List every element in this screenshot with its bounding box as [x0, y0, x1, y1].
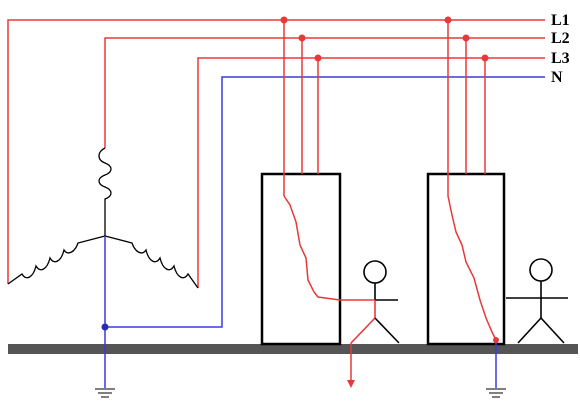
device-1-tap-l2: [298, 34, 306, 42]
device-1-feeds: [283, 20, 319, 196]
label-l1: L1: [551, 12, 570, 29]
line-l3-wire: [197, 57, 545, 288]
neutral-junction-dot: [101, 323, 109, 331]
person-1-head: [363, 260, 387, 284]
line-l2-wire: [104, 37, 545, 148]
coil-right: [104, 235, 199, 289]
device-1-tap-l3: [314, 54, 322, 62]
person-2-figure: [506, 258, 568, 344]
earth-symbol-device-2: [486, 388, 506, 398]
device-2-feeds: [447, 20, 486, 196]
coil-top: [98, 147, 112, 236]
body-current-arrow: [347, 380, 355, 388]
person-1-figure: [340, 260, 400, 344]
ground-floor-bar: [8, 344, 578, 354]
device-1-tap-l1: [280, 16, 288, 24]
label-l3: L3: [551, 50, 570, 67]
coil-left: [7, 235, 106, 285]
transformer-star-winding: [7, 147, 199, 289]
device-2-tap-l1: [444, 16, 452, 24]
device-2-earth-dot: [493, 337, 499, 343]
person-2-head: [529, 258, 553, 282]
label-n: N: [551, 69, 563, 86]
line-n-wire: [105, 76, 545, 328]
device-1-fault-path: [283, 195, 341, 301]
device-2-tap-l3: [481, 54, 489, 62]
label-l2: L2: [551, 30, 570, 47]
device-2-fault-path: [447, 195, 497, 341]
device-2-tap-l2: [462, 34, 470, 42]
line-l1-wire: [7, 19, 545, 284]
earth-symbol-source: [95, 388, 115, 398]
device-1-enclosure: [260, 172, 342, 346]
